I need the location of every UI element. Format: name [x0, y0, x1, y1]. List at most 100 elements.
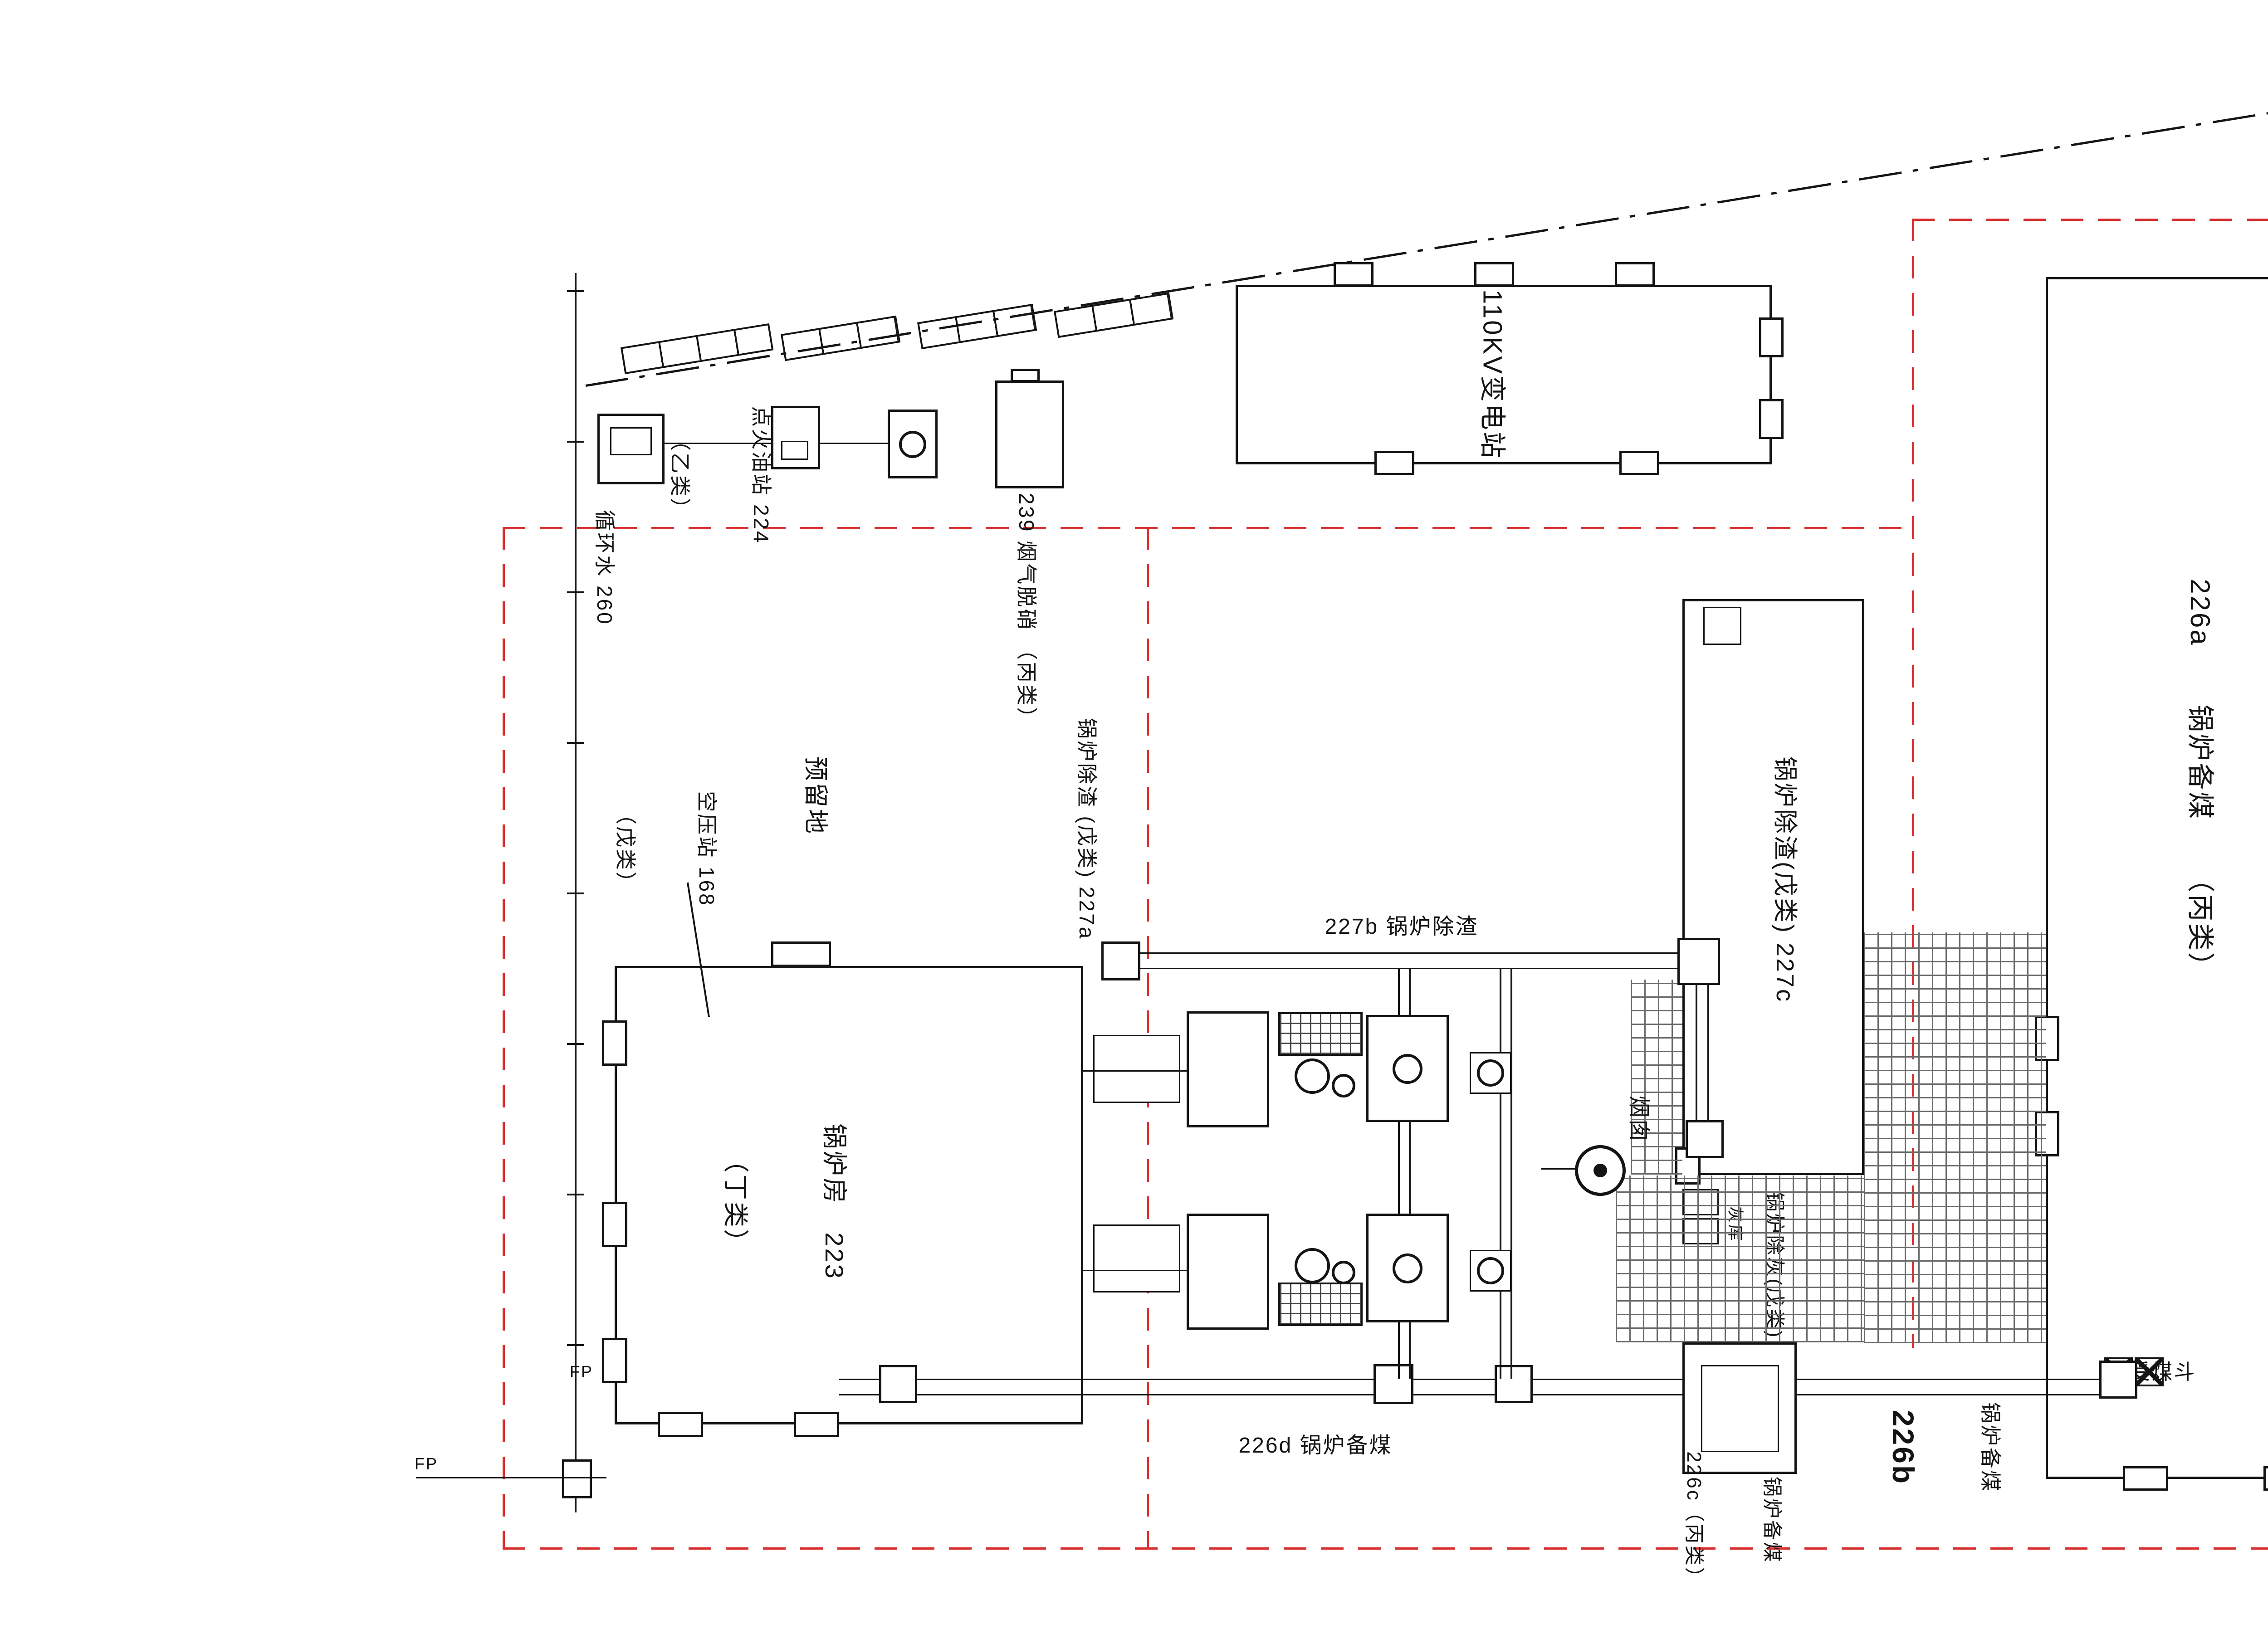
conveyor-vertical-line: [1510, 968, 1512, 1379]
pump-icon: [1393, 1054, 1422, 1084]
ignition-oil-inner: [781, 441, 808, 460]
substation-notch: [1374, 451, 1414, 475]
pump-icon: [1477, 1059, 1504, 1087]
fp-marker: FP: [414, 1454, 439, 1473]
boiler-house-tab: [658, 1412, 703, 1437]
boiler-house-tab: [602, 1338, 627, 1383]
label-ignition-oil-line2: （乙类）: [668, 430, 692, 521]
coal-yard-hatch: [1616, 1175, 1864, 1342]
building-coal-storage-226a: [2046, 277, 2268, 1479]
conveyor-226d-station: [879, 1365, 917, 1403]
label-coal-226b-line2: 226b: [1887, 1410, 1921, 1486]
coal-hopper-symbol: [2135, 1357, 2164, 1386]
fan-icon: [1332, 1074, 1355, 1097]
red-boundary-top-right: [1912, 219, 2268, 221]
label-coal-226c-line1: 锅炉备煤: [1760, 1476, 1783, 1564]
circulating-water-inner: [610, 427, 652, 455]
label-air-compressor-line1: 空压站 168: [695, 791, 719, 907]
label-coal-226d: 226d 锅炉备煤: [1238, 1434, 1393, 1458]
substation-notch: [1474, 262, 1514, 287]
label-slag-227a: 锅炉除渣 (戊类) 227a: [1075, 717, 1099, 941]
duct-line: [1083, 1270, 1188, 1271]
duct-line: [1083, 1070, 1188, 1072]
survey-marker-box: [562, 1459, 592, 1498]
boiler-house-tab: [602, 1020, 627, 1066]
pump-icon: [1393, 1253, 1422, 1283]
substation-notch: [1334, 262, 1374, 287]
conveyor-vertical-line: [1409, 968, 1411, 1379]
conveyor-226d-line: [839, 1379, 2132, 1380]
label-slag-227b: 227b 锅炉除渣: [1325, 915, 1479, 939]
label-coal-226b: 锅炉备煤 226b: [1829, 1402, 2058, 1493]
substation-notch: [1759, 317, 1784, 357]
building-boiler-house-223: [615, 966, 1083, 1424]
label-slag-227c: 锅炉除渣(戊类) 227c: [1771, 756, 1799, 1004]
label-boiler-house-line1: 锅炉房 223: [820, 1123, 849, 1280]
fp-marker: FP: [569, 1362, 594, 1381]
building-slag-227c: [1682, 599, 1864, 1175]
label-reserved-land: 预留地: [802, 756, 830, 835]
label-coal-226b-line1: 锅炉备煤: [1979, 1402, 2003, 1493]
label-denitration: 239 烟气脱硝 （丙类）: [1014, 493, 1038, 730]
conveyor-vertical-line: [1398, 968, 1400, 1379]
denitration-structure: [995, 380, 1064, 488]
label-air-compressor: 空压站 168 （戊类）: [557, 791, 774, 907]
boundary-cell-block: [917, 303, 1037, 350]
boiler-unit: [1187, 1011, 1269, 1127]
coal-226c-inner: [1701, 1365, 1779, 1452]
label-coal-226a: 226a 锅炉备煤 （丙类）: [2185, 579, 2215, 981]
label-ignition-oil: 点火油站 224 （乙类）: [612, 406, 829, 545]
oil-tank-icon: [899, 431, 926, 458]
connector-line: [665, 443, 771, 444]
pump-icon: [1477, 1257, 1504, 1284]
substation-notch: [1615, 262, 1655, 287]
boiler-house-tab: [602, 1202, 627, 1247]
label-coal-226c: 锅炉备煤 226c（丙类）: [1629, 1451, 1837, 1589]
boundary-cell-block: [781, 315, 901, 361]
fan-icon: [1295, 1058, 1330, 1094]
building-substation-110kv: [1236, 285, 1772, 464]
conveyor-vertical-line: [1500, 968, 1501, 1379]
label-circulating-water: 循环水 260: [592, 510, 616, 626]
label-substation: 110KV变电站: [1477, 289, 1507, 460]
red-boundary-top-left: [503, 527, 1913, 529]
red-boundary-left: [503, 527, 505, 1550]
survey-line-ticks: [567, 290, 584, 1469]
red-boundary-mid-vertical: [1912, 219, 1914, 1348]
label-coal-226c-line2: 226c（丙类）: [1682, 1451, 1705, 1589]
conveyor-227b-drop-station: [1686, 1120, 1724, 1158]
boiler-unit: [1187, 1214, 1269, 1330]
conveyor-227b-station: [1101, 941, 1140, 980]
conveyor-226d-line: [839, 1394, 2132, 1395]
fan-icon: [1295, 1248, 1330, 1283]
boiler-grid-block: [1278, 1283, 1363, 1326]
conveyor-227b-drop-line: [1696, 985, 1697, 1144]
conveyor-226b-station: [2099, 1361, 2137, 1399]
boiler-hopper: [1093, 1035, 1180, 1103]
connector-line: [820, 443, 888, 444]
substation-notch: [1619, 451, 1659, 475]
boiler-hopper: [1093, 1224, 1180, 1292]
red-boundary-bottom: [503, 1547, 2268, 1550]
conveyor-226d-station: [1374, 1364, 1413, 1404]
coal-yard-hatch: [1631, 980, 1682, 1175]
boiler-aux-unit: [1366, 1015, 1449, 1122]
label-boiler-house: 锅炉房 223 （丁类）: [653, 1123, 917, 1280]
label-air-compressor-line2: （戊类）: [614, 804, 638, 894]
slag-227c-equipment: [1703, 607, 1741, 645]
chimney-core: [1593, 1164, 1607, 1177]
coal-226a-tab: [2263, 1466, 2268, 1491]
coal-226a-tab: [2123, 1466, 2168, 1491]
flue-duct-line: [1541, 1168, 1578, 1170]
fp-reference-line: [416, 1477, 606, 1478]
boiler-house-tab: [794, 1412, 839, 1437]
conveyor-227b-line: [1112, 952, 1709, 954]
coal-yard-hatch: [1864, 932, 2046, 1343]
label-ignition-oil-line1: 点火油站 224: [749, 406, 773, 545]
conveyor-227b-station: [1677, 938, 1720, 985]
conveyor-227b-drop-line: [1707, 985, 1709, 1144]
label-chimney: 烟囱: [1627, 1095, 1651, 1143]
label-boiler-house-line2: （丁类）: [721, 1147, 750, 1256]
denitration-notch: [1011, 369, 1040, 382]
